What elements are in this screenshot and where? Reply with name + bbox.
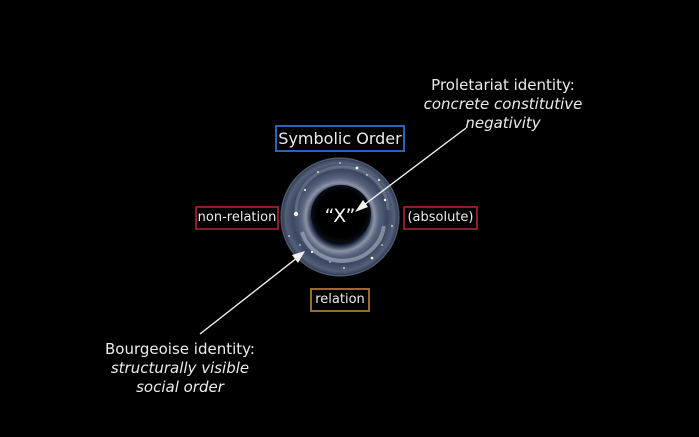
bourgeoise-title: Bourgeoise identity: [105, 340, 255, 358]
proletariat-arrow [355, 127, 467, 212]
bourgeoise-arrow [199, 251, 305, 335]
symbolic-order-box: Symbolic Order [275, 125, 405, 152]
absolute-box: (absolute) [403, 206, 478, 230]
proletariat-title: Proletariat identity: [431, 76, 575, 94]
center-x-label: “X” [324, 205, 356, 227]
bourgeoise-line2: social order [136, 378, 224, 396]
bourgeoise-annotation: Bourgeoise identity: structurally visibl… [80, 340, 280, 397]
bourgeoise-line1: structurally visible [110, 359, 250, 377]
black-hole-ring-image [280, 157, 400, 277]
proletariat-line1: concrete constitutive [423, 95, 583, 113]
proletariat-line2: negativity [465, 114, 541, 132]
relation-box: relation [310, 288, 370, 312]
proletariat-annotation: Proletariat identity: concrete constitut… [418, 76, 588, 133]
non-relation-box: non-relation [195, 206, 279, 230]
